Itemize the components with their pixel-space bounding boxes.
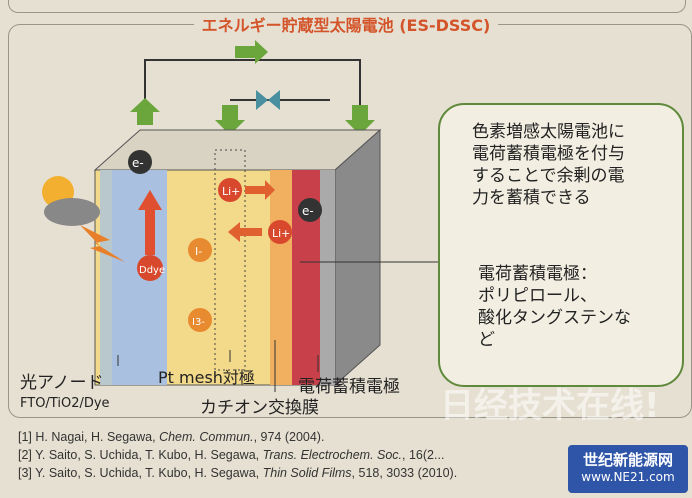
- arrow-down-icon: [345, 105, 375, 135]
- excitation-arrow-icon: [138, 190, 162, 255]
- membrane-label: カチオン交換膜: [200, 398, 319, 418]
- fto-glass: [100, 170, 112, 385]
- li-ion-label: Li+: [272, 227, 290, 240]
- arrow-up-icon: [130, 98, 160, 125]
- electron-particle: [298, 198, 322, 222]
- li-ion-particle: [218, 178, 242, 202]
- dye-particle: [137, 255, 163, 281]
- reference-item: [1] H. Nagai, H. Segawa, Chem. Commun., …: [18, 430, 325, 444]
- references: [1] H. Nagai, H. Segawa, Chem. Commun., …: [18, 428, 457, 482]
- callout-subline: ど: [478, 330, 495, 350]
- photoanode-label: 光アノード: [20, 373, 104, 393]
- li-ion-particle: [268, 220, 292, 244]
- callout-subtitle: 電荷蓄積電極：: [478, 264, 597, 284]
- circuit-wire: [144, 59, 361, 110]
- dye-label: Ddye: [139, 265, 165, 276]
- callout-line: 色素増感太陽電池に: [472, 122, 625, 142]
- arrow-down-icon: [215, 105, 245, 135]
- triiodide-label: I3-: [192, 317, 205, 328]
- title-text: エネルギー貯蔵型太陽電池 (ES-DSSC): [193, 16, 499, 35]
- iodide-label: I-: [195, 245, 202, 258]
- storage-electrode-label: 電荷蓄積電極: [298, 377, 400, 397]
- iodide-particle: [188, 238, 212, 262]
- cell-side: [334, 128, 381, 387]
- callout-subline: 酸化タングステンな: [478, 308, 631, 328]
- cloud-icon: [44, 198, 100, 226]
- arrow-left-icon: [228, 222, 262, 242]
- reference-item: [2] Y. Saito, S. Uchida, T. Kubo, H. Seg…: [18, 448, 445, 462]
- top-arrow-icon: [235, 40, 268, 64]
- callout-subline: ポリピロール、: [478, 286, 597, 306]
- pt-mesh: [214, 149, 246, 371]
- electron-particle: [128, 150, 152, 174]
- photoanode-material-label: FTO/TiO2/Dye: [20, 396, 110, 411]
- watermark-url: www.NE21.com: [581, 470, 675, 484]
- watermark-cn: 世纪新能源网: [582, 451, 673, 469]
- callout-line: 電荷蓄積電極を付与: [472, 144, 625, 164]
- watermark-overlay: 日经技术在线!: [440, 386, 660, 426]
- callout-line: 力を蓄積できる: [472, 188, 591, 208]
- triiodide-particle: [188, 308, 212, 332]
- back-plate: [320, 170, 335, 385]
- membrane: [270, 170, 292, 385]
- arrow-right-icon: [245, 180, 275, 200]
- electron-label: e-: [302, 204, 314, 218]
- callout-box: 色素増感太陽電池に 電荷蓄積電極を付与 することで余剰の電 力を蓄積できる 電荷…: [438, 103, 684, 387]
- watermark-logo: 世纪新能源网 www.NE21.com: [568, 445, 688, 493]
- li-ion-label: Li+: [222, 185, 240, 198]
- fan-switch-icon: [256, 90, 280, 110]
- callout-line: することで余剰の電: [472, 166, 625, 186]
- reference-item: [3] Y. Saito, S. Uchida, T. Kubo, H. Seg…: [18, 466, 458, 480]
- counter-electrode-label: Pt mesh対極: [158, 368, 255, 387]
- lightning-icon: [80, 225, 125, 262]
- electron-label: e-: [132, 156, 144, 170]
- diagram-title: エネルギー貯蔵型太陽電池 (ES-DSSC): [0, 12, 692, 36]
